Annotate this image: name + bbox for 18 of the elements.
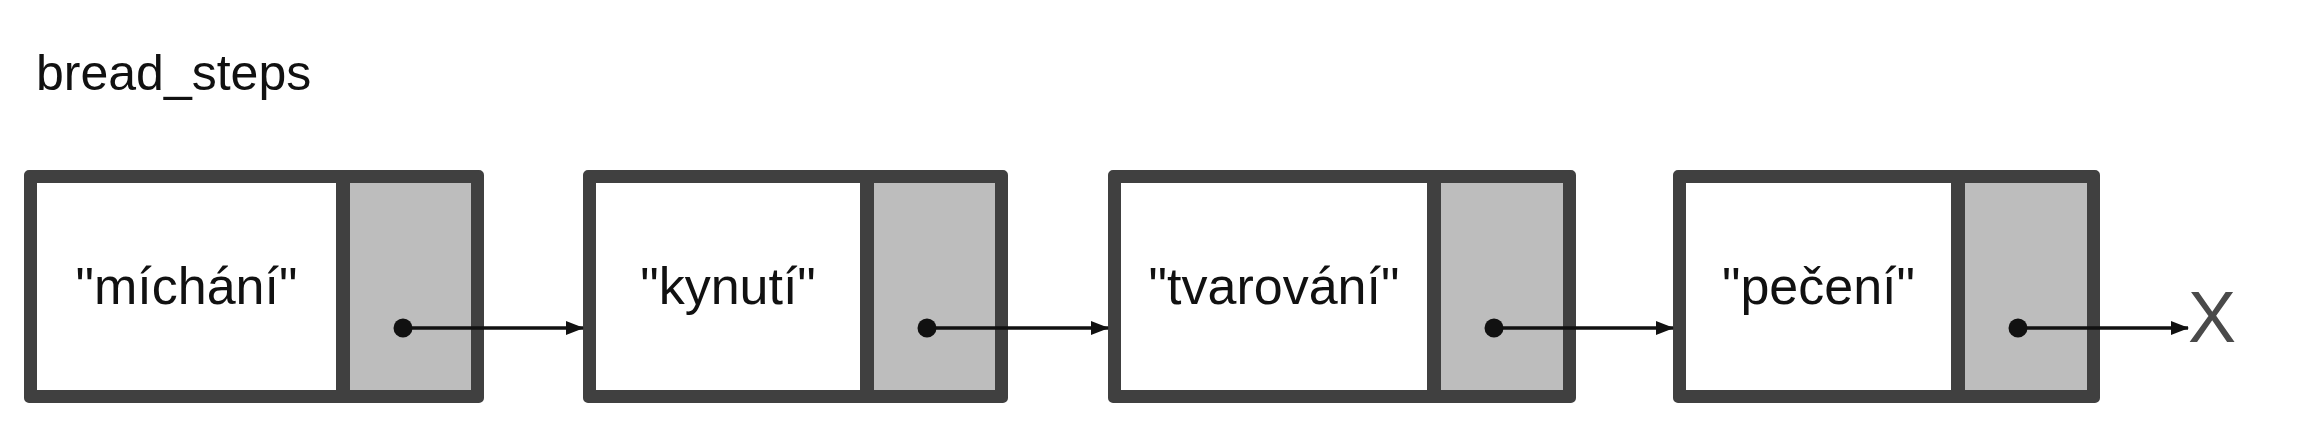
pointer-arrow: [1484, 318, 1674, 338]
list-node-box: [583, 170, 1008, 403]
pointer-arrow: [2008, 318, 2189, 338]
pointer-arrow: [917, 318, 1109, 338]
pointer-field: [1951, 183, 2087, 390]
node-value-text: "tvarování": [1147, 257, 1401, 316]
title-text: bread_steps: [36, 48, 312, 98]
null-marker-text: X: [2188, 281, 2237, 353]
list-node-box: [1108, 170, 1576, 403]
pointer-arrow: [393, 318, 584, 338]
list-node-box: [1673, 170, 2100, 403]
node-value-text: "kynutí": [639, 257, 817, 316]
pointer-field: [336, 183, 471, 390]
list-node-box: [24, 170, 484, 403]
node-value-text: "pečení": [1720, 257, 1916, 316]
node-value-text: "míchání": [74, 257, 299, 316]
pointer-field: [1427, 183, 1563, 390]
pointer-field: [860, 183, 995, 390]
